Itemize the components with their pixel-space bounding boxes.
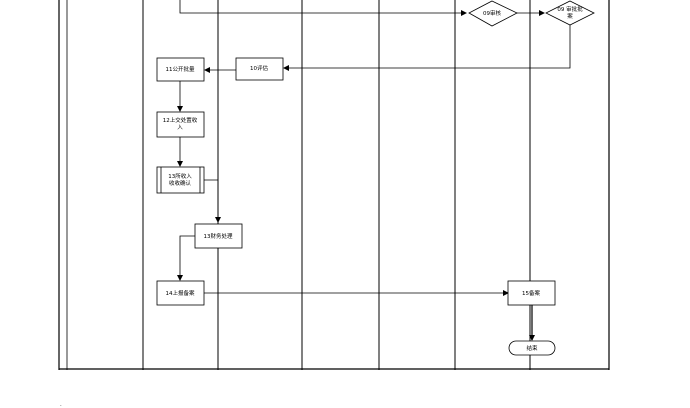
node-09-review: 09审核 [468,0,518,27]
node-14-report: 14上报备案 [156,280,205,306]
node-end: 结束 [508,340,556,356]
swimlane-grid [58,0,610,370]
node-11-announce: 11公开批量 [156,57,205,82]
node-15-label: 15备案 [522,289,540,297]
node-13-income: 13所收入 收收确认 [156,166,205,194]
node-15-file: 15备案 [507,280,556,306]
node-13-finance: 13财务处理 [194,223,243,249]
node-09b-line1: 09 审批批 [557,5,583,13]
node-12-submit: 12上交处置收 入 [156,111,205,138]
node-12-line1: 12上交处置收 [163,116,198,124]
node-09-review-label: 09审核 [483,9,501,17]
node-12-line2: 入 [177,125,183,131]
node-13-income-line2: 收收确认 [169,179,192,187]
node-10-review: 10评估 [235,57,284,81]
node-13-finance-label: 13财务处理 [204,232,233,240]
node-end-label: 结束 [526,344,538,352]
footer-mark: · [60,403,62,408]
node-13-income-line1: 13所收入 [168,172,192,180]
node-09-review-approve: 09 审批批 案 [545,0,595,26]
node-14-label: 14上报备案 [166,289,195,297]
connector-lines [177,0,571,341]
node-11-label: 11公开批量 [166,65,195,73]
node-10-label: 10评估 [250,64,268,72]
node-09b-line2: 案 [567,12,573,20]
